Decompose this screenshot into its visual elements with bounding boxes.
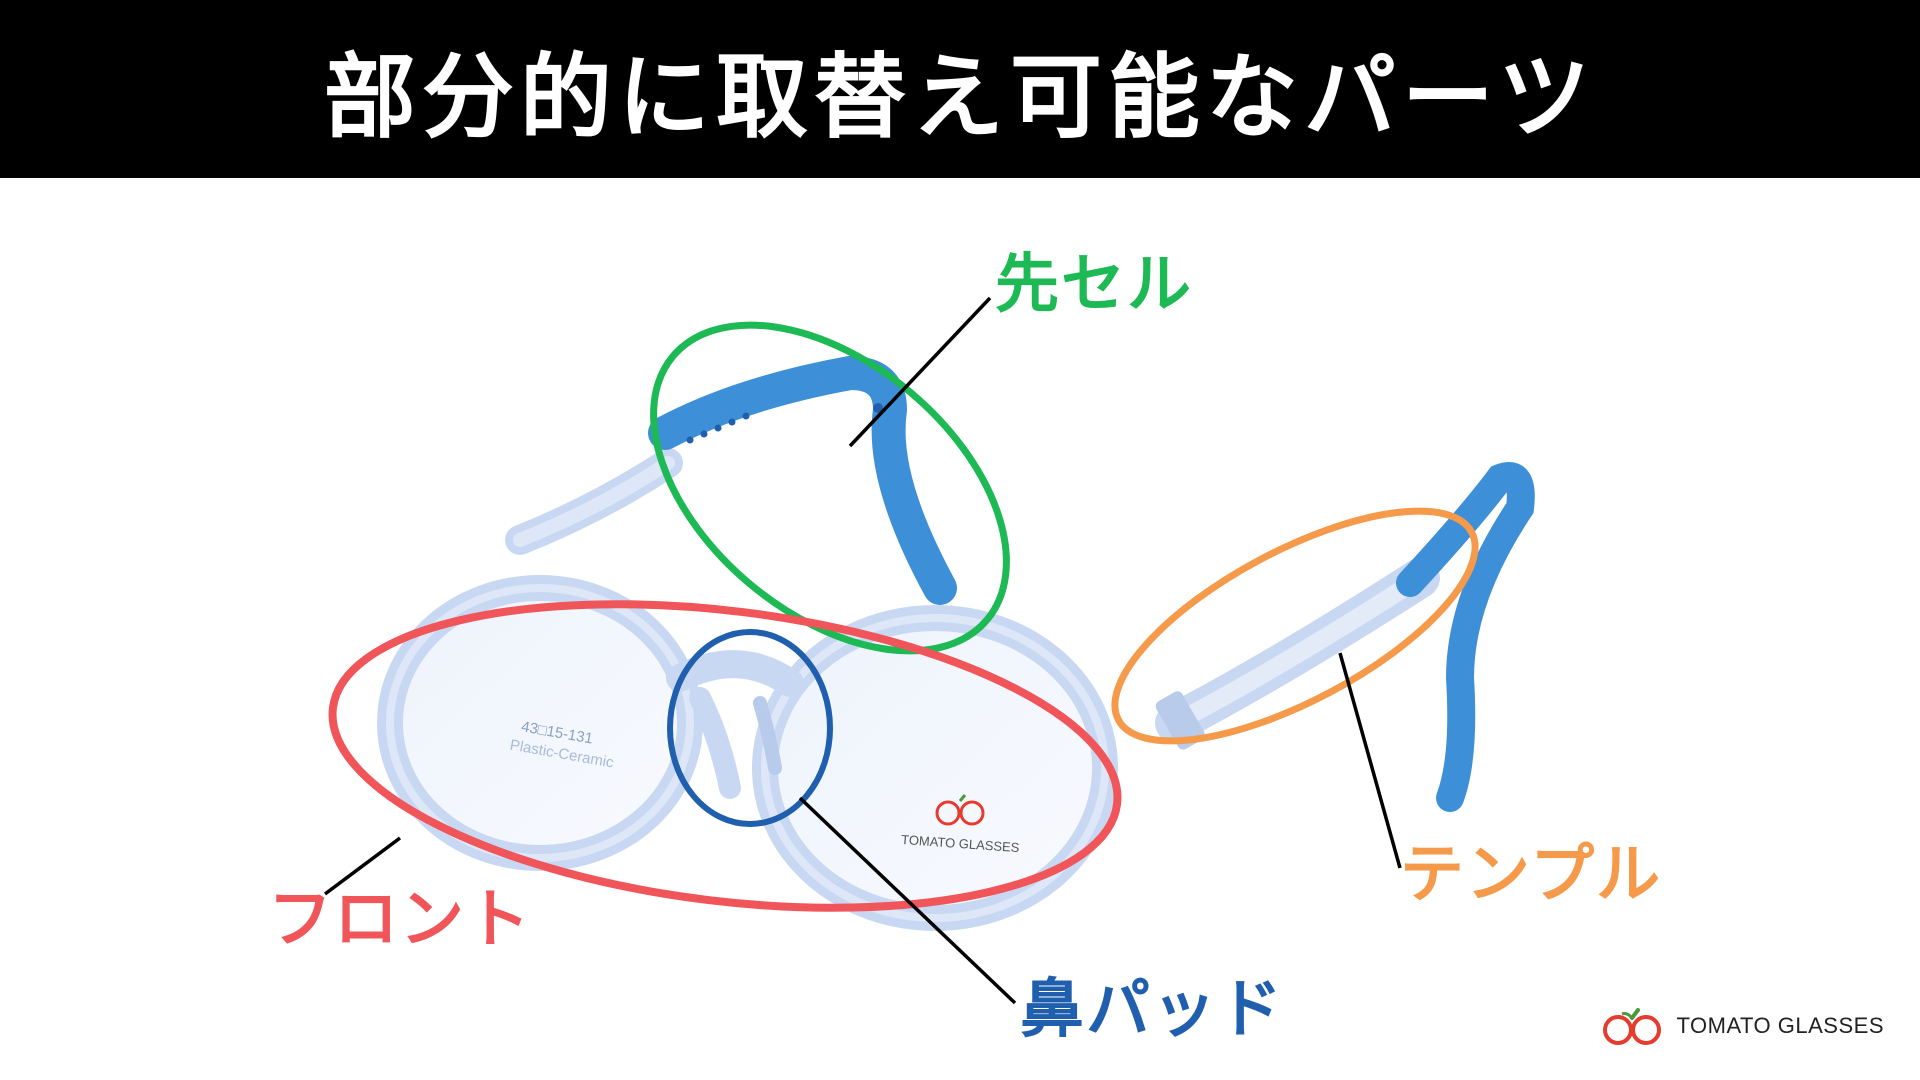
glasses-diagram: 43□15-131 Plastic-Ceramic TOMATO GLASSES (323, 296, 1535, 1005)
front-tip-cell (1396, 462, 1535, 812)
tip-cell-highlight (650, 321, 1010, 655)
back-temple (505, 448, 683, 555)
nose-pad-label: 鼻パッド (1020, 973, 1284, 1047)
temple-label: テンプル (1400, 838, 1663, 912)
brand-logo: TOMATO GLASSES (1600, 1006, 1884, 1046)
front-temple (1155, 558, 1440, 750)
back-tip-cell (648, 355, 957, 605)
diagram-stage: 43□15-131 Plastic-Ceramic TOMATO GLASSES… (0, 178, 1920, 1080)
nose-pad-leader (798, 796, 1017, 1005)
front-frame (377, 575, 1118, 931)
tip-cell-label: 先セル (995, 248, 1193, 322)
front-leader (323, 836, 402, 896)
temple-leader (1338, 652, 1402, 869)
tip-cell-leader (848, 296, 992, 448)
front-highlight (328, 600, 1122, 912)
tomato-glasses-logo-icon (1603, 1008, 1662, 1045)
temple-highlight (1111, 507, 1479, 745)
page-title: 部分的に取替え可能なパーツ (323, 43, 1597, 151)
front-label: フロント (268, 883, 532, 957)
nose-pad-highlight (667, 629, 833, 827)
logo-text: TOMATO GLASSES (1676, 1013, 1884, 1038)
header-bar: 部分的に取替え可能なパーツ (0, 0, 1920, 178)
frame-tomato-icon (935, 794, 985, 826)
